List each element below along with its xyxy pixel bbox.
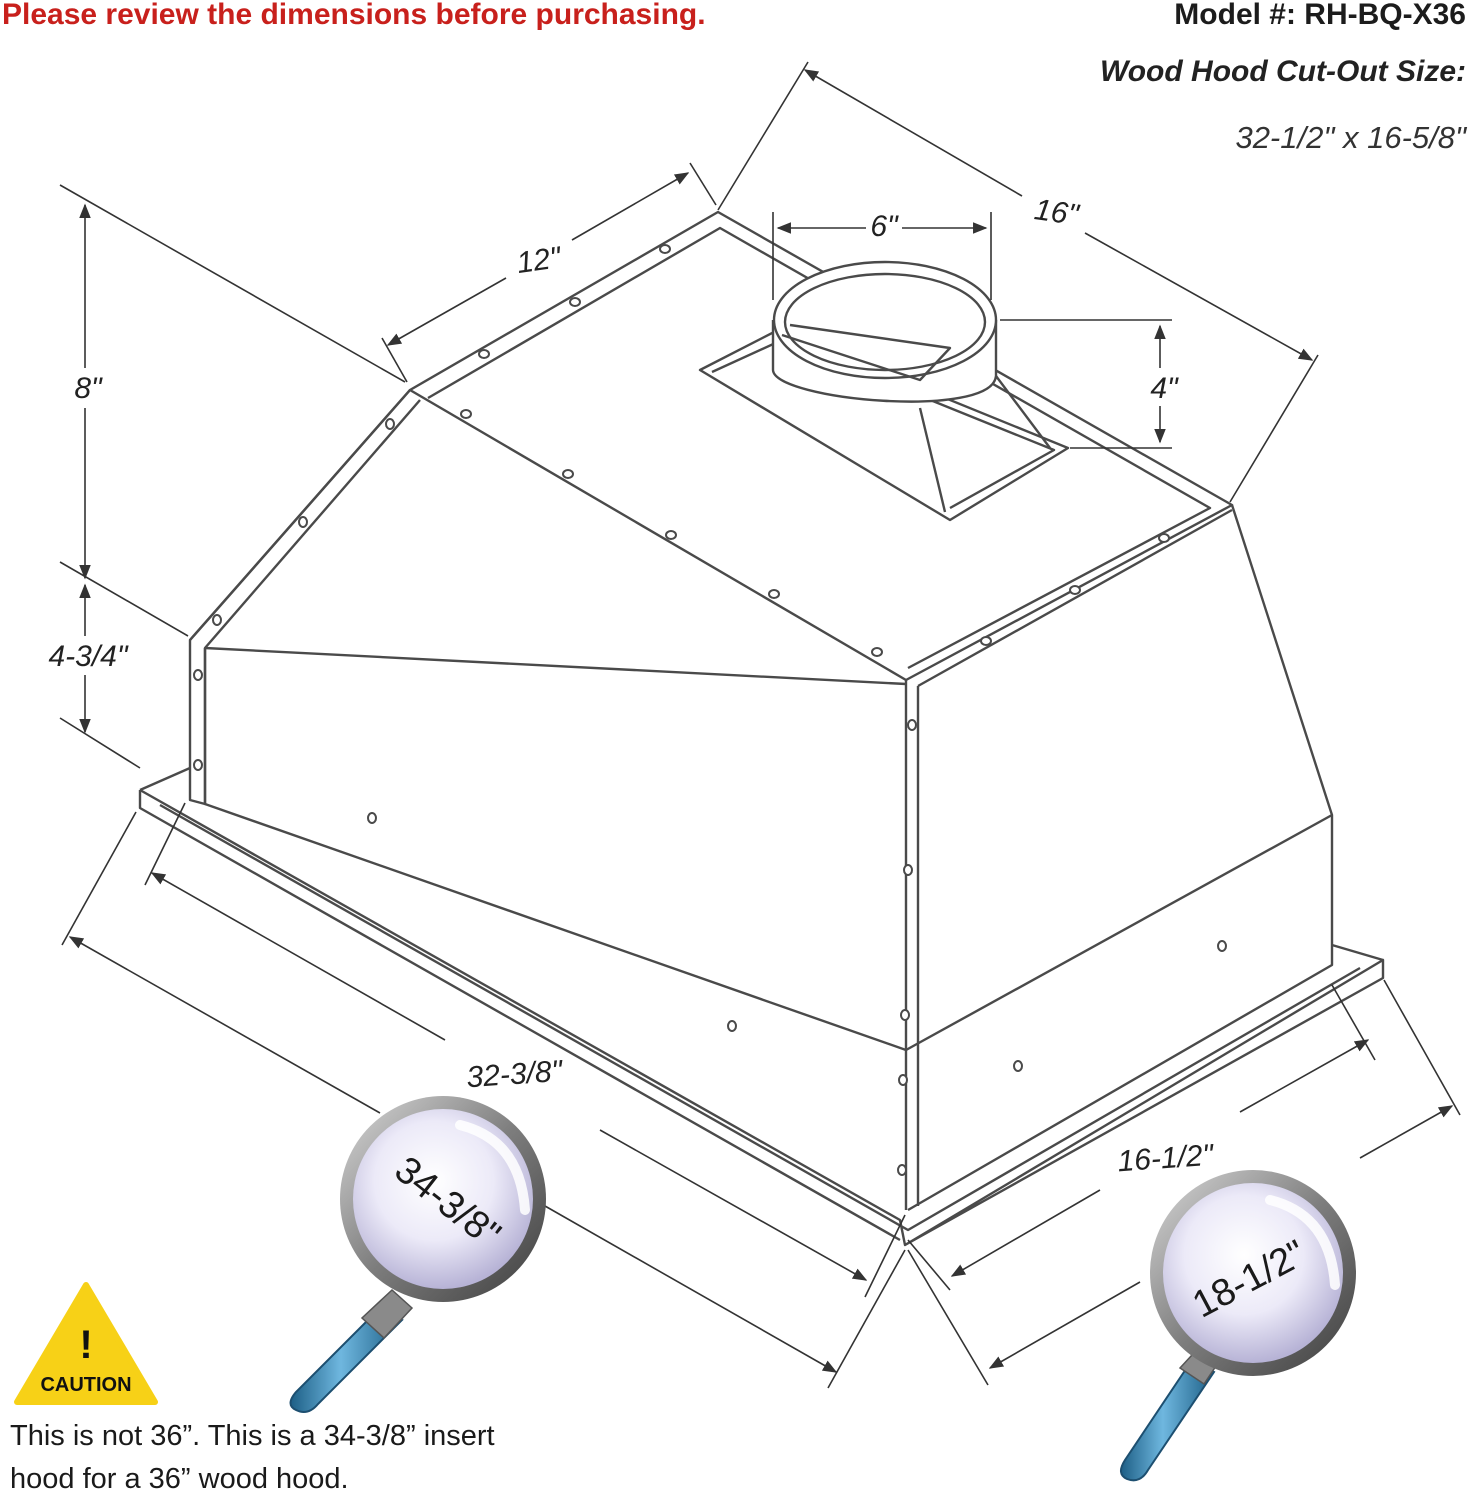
dim-total-height: 8" [74,372,103,405]
rivets [193,244,1227,1176]
dimension-lines [59,61,1461,1389]
hood-body-outline [138,210,1385,1247]
dim-collar-height: 4" [1150,372,1179,405]
dim-body-width: 32-3/8" [465,1055,564,1095]
magnifier-lens-2 [1163,1183,1343,1363]
cutout-size-value: 32-1/2" x 16-5/8" [1235,120,1466,155]
size-note-line-1: This is not 36”. This is a 34-3/8” inser… [10,1420,495,1452]
magnifier-lens [353,1109,533,1289]
magnifier-handle [289,1308,404,1413]
model-number: Model #: RH-BQ-X36 [1174,0,1466,31]
caution-sign: ! CAUTION [14,1282,158,1405]
cutout-size-label: Wood Hood Cut-Out Size: [1099,55,1466,88]
dim-lower-height: 4-3/4" [48,640,128,673]
duct-collar [698,260,1070,522]
caution-triangle-icon [14,1282,158,1405]
warning-text: Please review the dimensions before purc… [2,0,706,31]
dim-body-depth: 16-1/2" [1116,1139,1215,1179]
caution-label: CAUTION [40,1374,131,1396]
magnifier-handle-2 [1120,1358,1216,1482]
dim-duct-diameter: 6" [870,210,899,243]
magnifier-flange-depth: 18-1/2" [1120,1170,1356,1482]
caution-exclamation: ! [79,1323,92,1367]
size-note: This is not 36”. This is a 34-3/8” inser… [10,1415,610,1501]
magnifier-flange-width: 34-3/8" [289,1096,546,1413]
dim-top-width: 12" [515,241,565,280]
dim-top-depth: 16" [1032,193,1082,232]
size-note-line-2: hood for a 36” wood hood. [10,1463,349,1495]
